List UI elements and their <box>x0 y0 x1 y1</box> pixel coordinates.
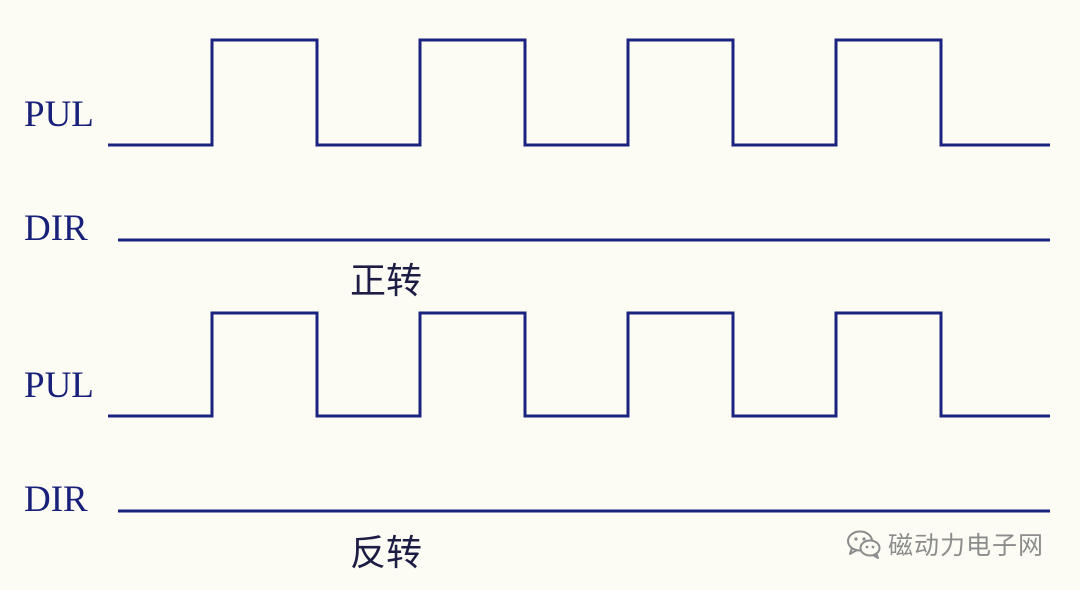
wechat-icon <box>847 530 881 559</box>
watermark: 磁动力电子网 <box>846 526 1044 562</box>
panel-caption: 反转 <box>350 533 422 574</box>
watermark-text: 磁动力电子网 <box>888 531 1045 560</box>
pul-waveform <box>108 311 1050 418</box>
timing-panel-forward: PUL DIR 正转 <box>24 38 1050 302</box>
dir-label: DIR <box>24 208 88 249</box>
timing-panel-reverse: PUL DIR 反转 <box>24 311 1050 574</box>
dir-label: DIR <box>24 479 88 520</box>
pul-label: PUL <box>24 365 94 406</box>
pul-waveform <box>108 38 1050 147</box>
panel-caption: 正转 <box>350 261 422 302</box>
pul-label: PUL <box>24 94 94 135</box>
